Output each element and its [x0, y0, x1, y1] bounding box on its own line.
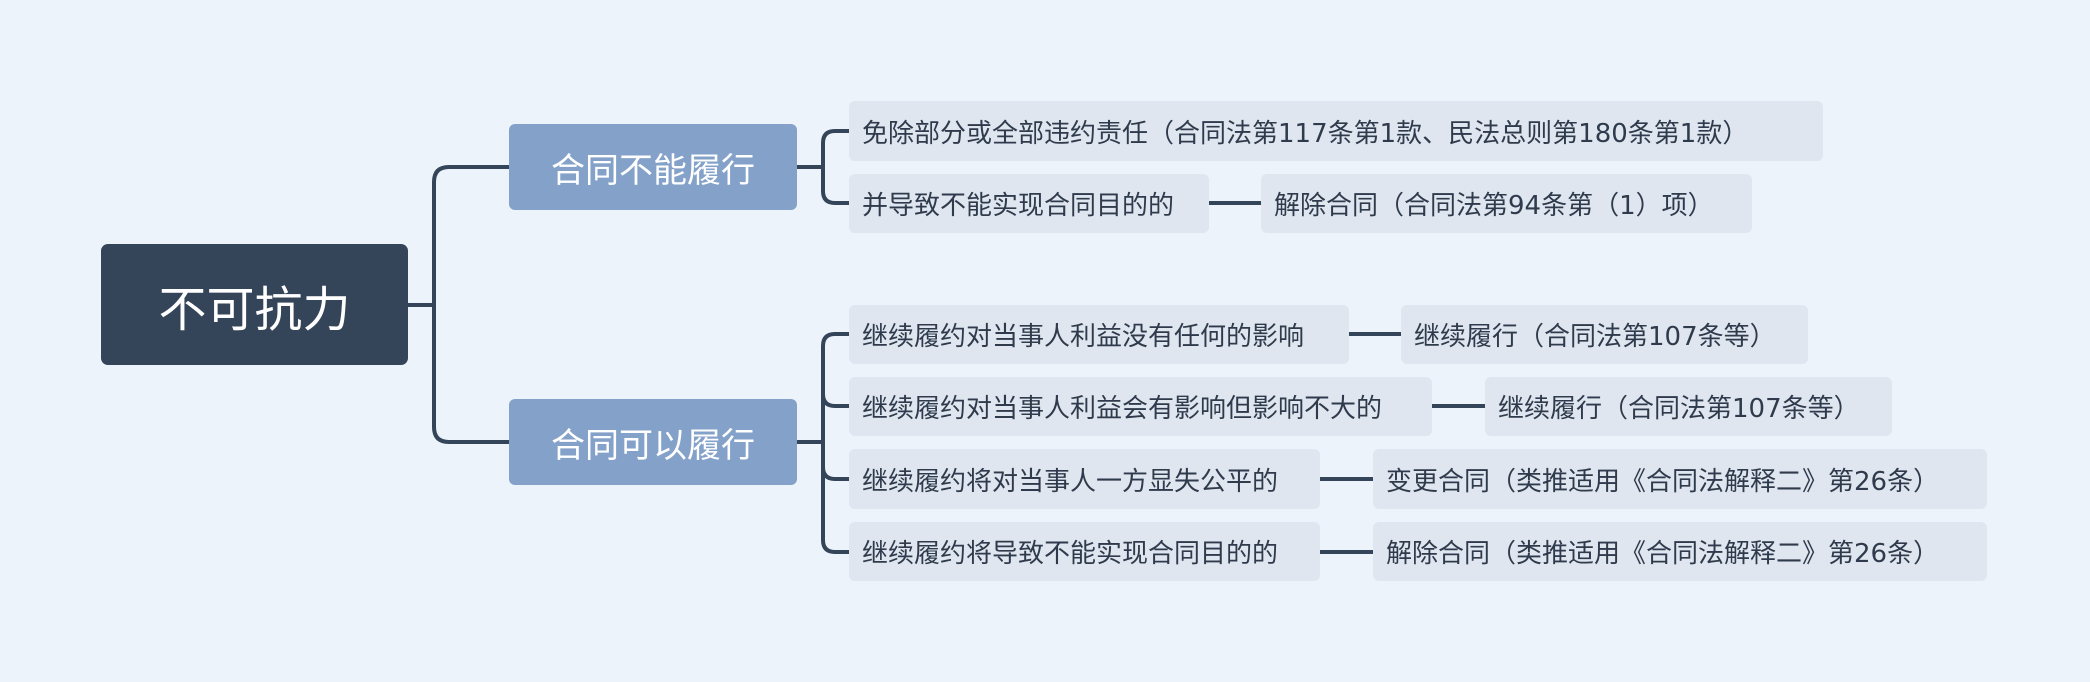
condition-node[interactable]: 继续履约对当事人利益会有影响但影响不大的 [849, 377, 1432, 436]
condition-label: 并导致不能实现合同目的的 [862, 191, 1175, 221]
result-node[interactable]: 解除合同（类推适用《合同法解释二》第26条） [1373, 522, 1987, 581]
connector-line [821, 440, 851, 554]
root-node[interactable]: 不可抗力 [101, 244, 408, 365]
result-label: 继续履行（合同法第107条等） [1498, 394, 1860, 424]
result-label: 继续履行（合同法第107条等） [1414, 322, 1776, 352]
condition-label: 免除部分或全部违约责任（合同法第117条第1款、民法总则第180条第1款） [862, 118, 1749, 149]
result-node[interactable]: 解除合同（合同法第94条第（1）项） [1261, 174, 1752, 233]
condition-node[interactable]: 并导致不能实现合同目的的 [849, 174, 1209, 233]
connector-line [432, 303, 511, 444]
result-node[interactable]: 继续履行（合同法第107条等） [1485, 377, 1892, 436]
condition-node[interactable]: 继续履约将对当事人一方显失公平的 [849, 449, 1320, 509]
connector-line [821, 165, 851, 205]
connector-line [821, 392, 851, 444]
result-label: 解除合同（类推适用《合同法解释二》第26条） [1386, 539, 1940, 569]
condition-node[interactable]: 免除部分或全部违约责任（合同法第117条第1款、民法总则第180条第1款） [849, 101, 1823, 161]
condition-node[interactable]: 继续履约对当事人利益没有任何的影响 [849, 305, 1349, 364]
condition-label: 继续履约将对当事人一方显失公平的 [862, 466, 1279, 497]
connector-line [821, 440, 851, 481]
result-label: 变更合同（类推适用《合同法解释二》第26条） [1386, 466, 1940, 497]
branch-node-can-perform[interactable]: 合同可以履行 [509, 399, 797, 485]
connector-line [821, 332, 851, 444]
connector-line [821, 129, 851, 169]
condition-label: 继续履约对当事人利益会有影响但影响不大的 [862, 394, 1383, 424]
result-node[interactable]: 变更合同（类推适用《合同法解释二》第26条） [1373, 449, 1987, 509]
result-node[interactable]: 继续履行（合同法第107条等） [1401, 305, 1808, 364]
branch-label: 合同不能履行 [551, 150, 755, 191]
condition-node[interactable]: 继续履约将导致不能实现合同目的的 [849, 522, 1320, 581]
result-label: 解除合同（合同法第94条第（1）项） [1274, 191, 1714, 221]
branch-node-cannot-perform[interactable]: 合同不能履行 [509, 124, 797, 210]
root-label: 不可抗力 [158, 281, 351, 338]
condition-label: 继续履约将导致不能实现合同目的的 [862, 539, 1279, 569]
branch-label: 合同可以履行 [551, 425, 755, 466]
connector-line [432, 165, 511, 307]
condition-label: 继续履约对当事人利益没有任何的影响 [862, 322, 1305, 352]
